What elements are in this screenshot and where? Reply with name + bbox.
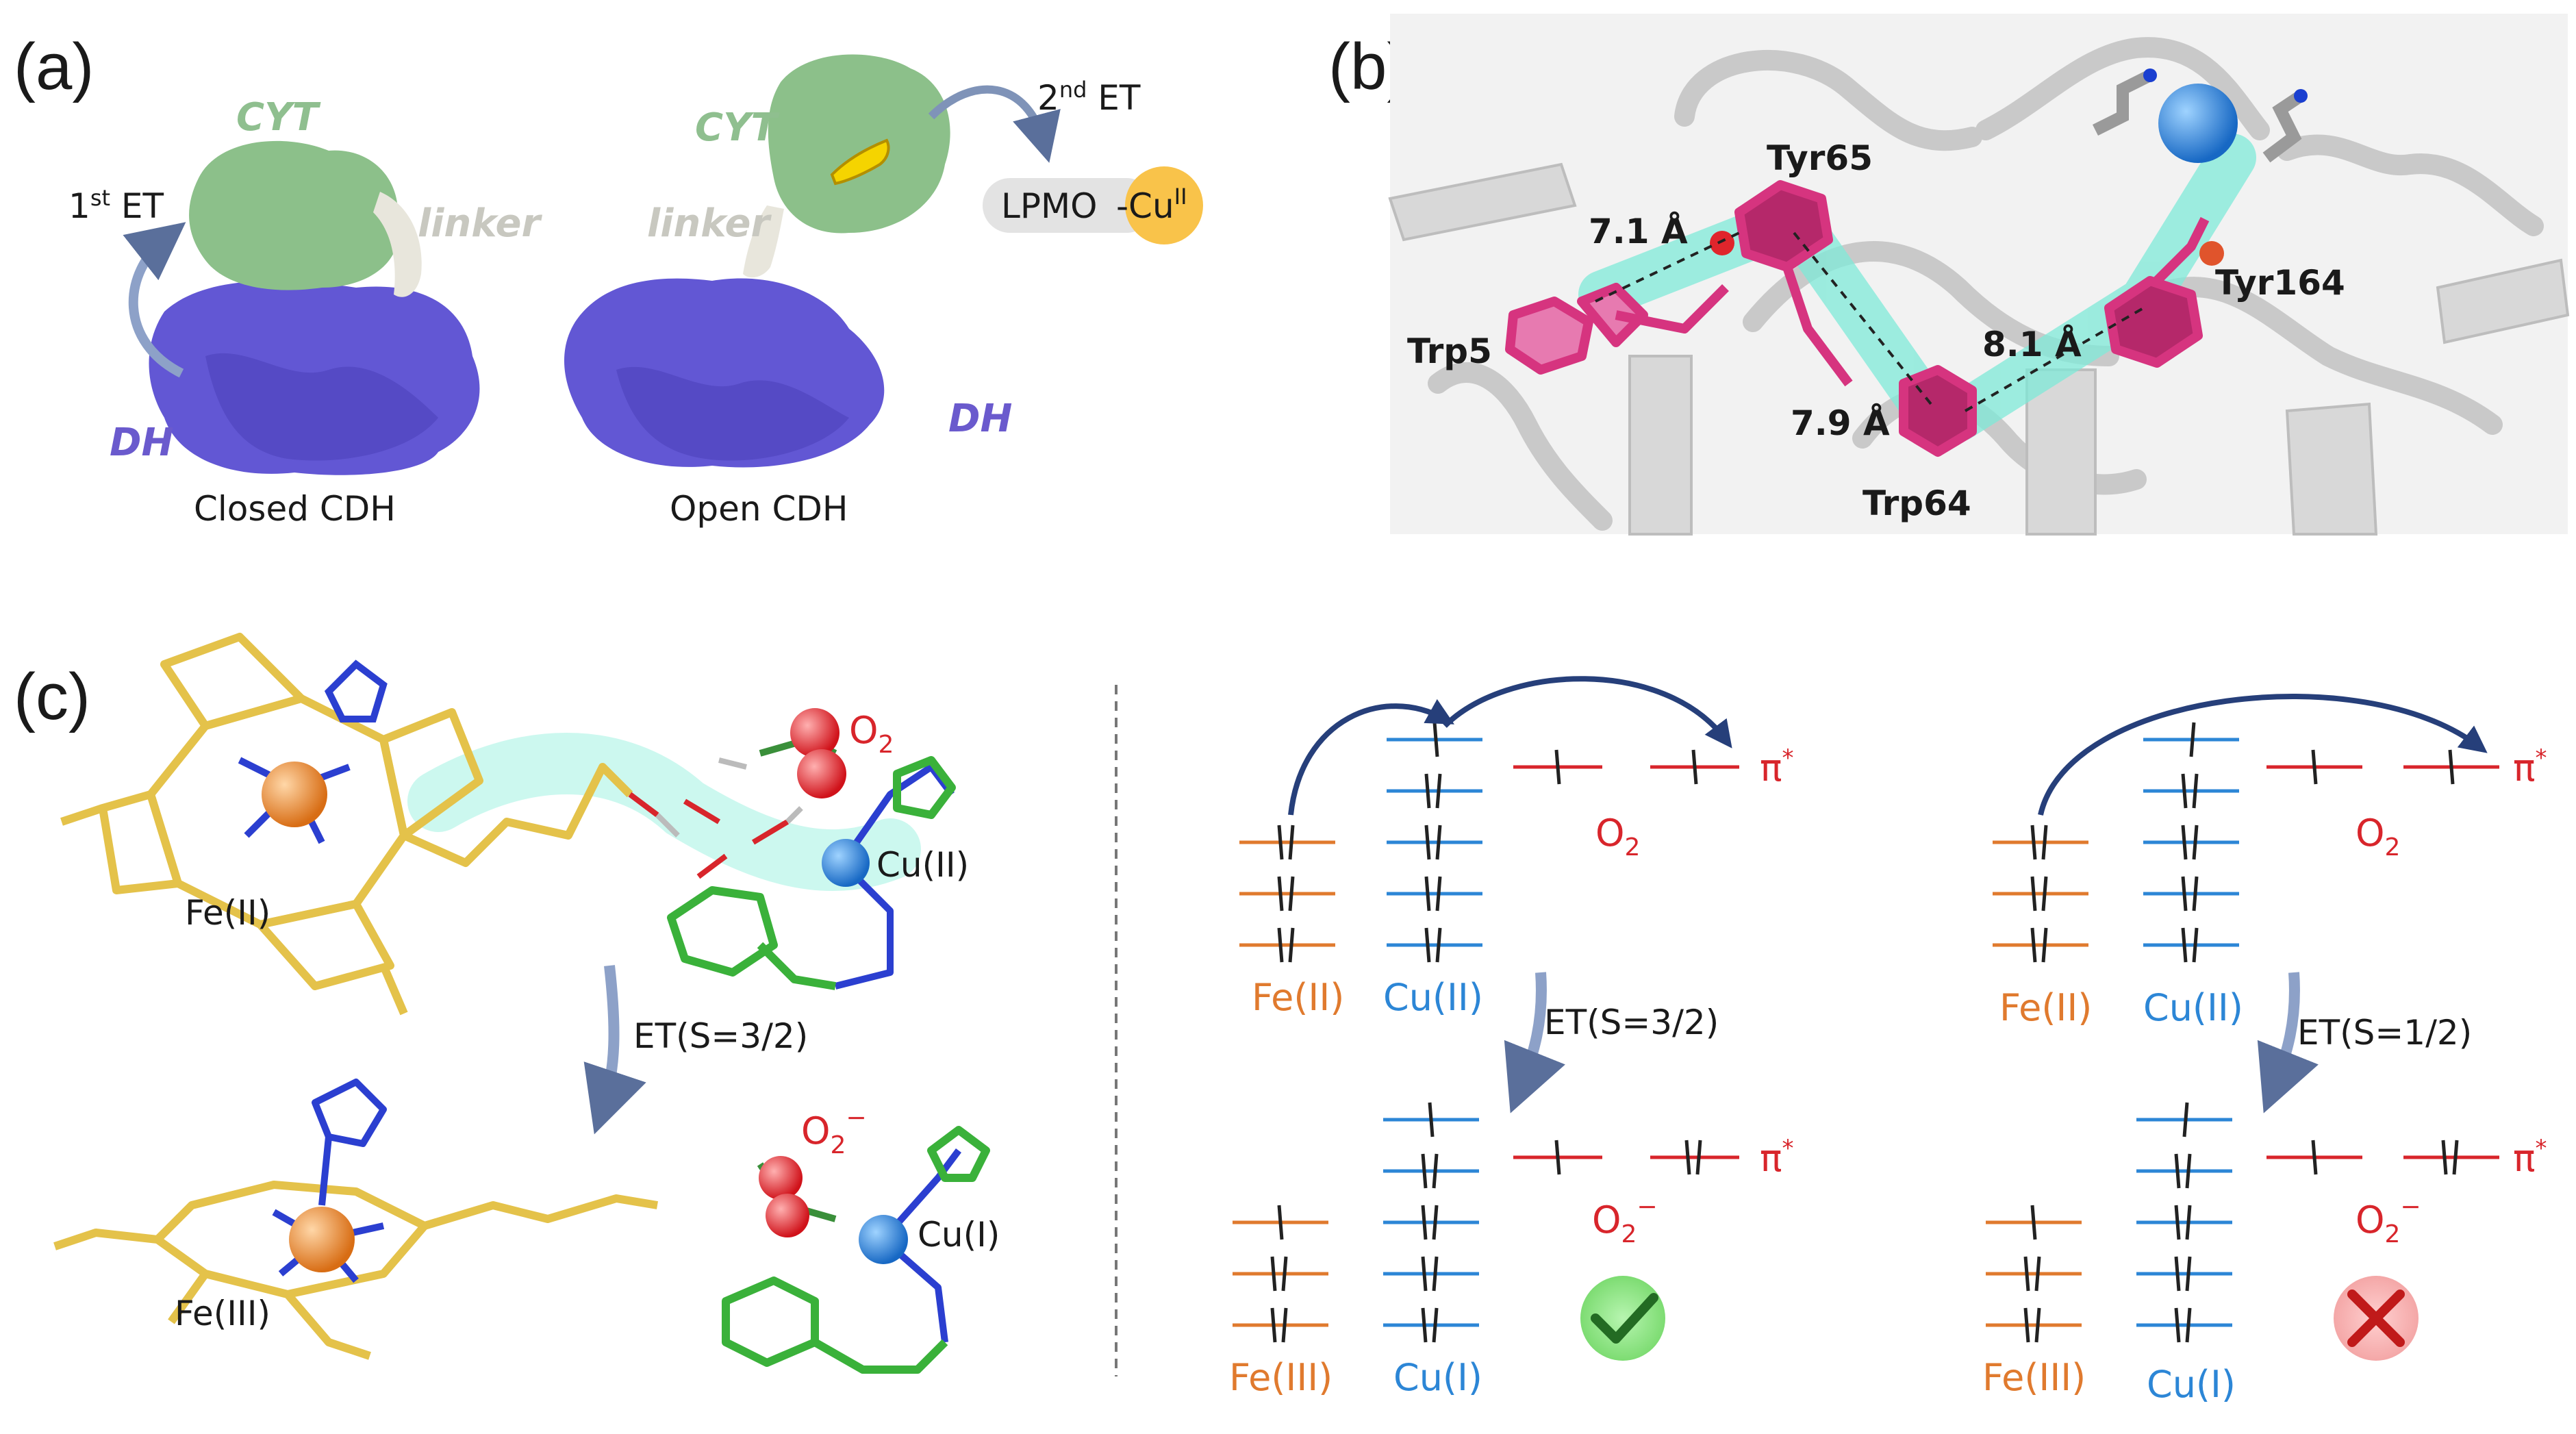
closed-cdh-caption: Closed CDH [194,489,396,529]
open-linker-label: linker [647,201,772,246]
energy-diagram-s32 [1233,676,1739,1361]
d2-pi-label: π* [2513,744,2547,790]
panel-c: (c) [14,633,2547,1406]
d2-cu-bot-label: Cu(I) [2147,1363,2236,1406]
closed-cyt-domain [189,140,399,290]
d1-o2-label: O2 [1595,812,1640,861]
struct-fe-ii-label: Fe(II) [185,893,270,933]
open-cdh-caption: Open CDH [670,489,848,529]
open-cyt-domain [768,54,950,234]
energy-diagram-s12 [1986,694,2499,1361]
panel-a: (a) 1st ET CYT linker DH Closed CDH 2nd … [14,30,1203,529]
d1-pi-label: π* [1760,744,1794,790]
res-trp5: Trp5 [1407,331,1492,371]
struct-o2-label: O2 [849,709,894,759]
panel-a-label: (a) [14,30,94,103]
lpmo-pill [983,178,1154,233]
heme-fe-ii-structure [60,633,921,1016]
d2-o2-label: O2 [2356,812,2400,861]
res-tyr65: Tyr65 [1767,138,1873,178]
second-et-label: 2nd ET [1037,77,1141,118]
protein-render-bg [1390,14,2568,534]
closed-dh-label: DH [110,420,173,465]
cu-ii-structure [628,708,956,990]
struct-cu-ii-label: Cu(II) [876,845,969,885]
check-icon [1580,1276,1665,1361]
distance-lines [1595,231,2144,412]
panel-c-label: (c) [14,660,90,733]
struct-et-label: ET(S=3/2) [633,1016,808,1056]
lpmo-cu-label: -CuII [1116,184,1187,226]
closed-cyt-label: CYT [236,95,321,140]
dist-7-1: 7.1 Å [1589,211,1688,251]
heme-in-cyt [830,138,890,186]
tyr65-oxygen [1710,231,1734,255]
d1-pi-bot-label: π* [1760,1135,1794,1180]
lpmo-label: LPMO [1001,186,1098,226]
first-et-label: 1st ET [68,185,164,226]
cu-ii-circle [1125,166,1203,244]
open-dh-label: DH [948,397,1012,441]
d2-o2m-label: O2− [2356,1193,2421,1248]
d1-cu-top-label: Cu(II) [1383,976,1483,1019]
tyr164-oxygen [2199,241,2224,266]
cu-i-structure [722,1126,990,1374]
d1-et-label: ET(S=3/2) [1544,1003,1719,1042]
struct-et-arrow [583,965,646,1135]
d1-o2m-label: O2− [1592,1193,1658,1248]
struct-cu-i-label: Cu(I) [918,1215,1000,1255]
dist-8-1: 8.1 Å [1982,324,2082,364]
d1-fe-top-label: Fe(II) [1252,976,1344,1019]
closed-cdh-structure [149,140,480,475]
copper-site [2092,68,2308,163]
first-et-arrow [123,222,186,378]
open-dh-shade [616,366,849,461]
d2-fe-top-label: Fe(II) [1999,986,2092,1029]
panel-b: (b) [1328,14,2570,536]
d1-cu-bot-label: Cu(I) [1393,1356,1482,1399]
open-cyt-label: CYT [695,105,780,150]
open-cdh-structure [564,54,950,468]
struct-o2m-label: O2− [801,1104,867,1159]
dist-7-9: 7.9 Å [1791,403,1890,443]
d2-fe-bot-label: Fe(III) [1982,1356,2086,1399]
d2-cu-top-label: Cu(II) [2143,986,2243,1029]
res-trp64: Trp64 [1862,483,1971,523]
beta-sheets [1388,162,2570,536]
d2-et-label: ET(S=1/2) [2297,1013,2472,1053]
heme-fe-iii-structure [53,1079,658,1360]
closed-linker-label: linker [418,201,542,246]
closed-linker [373,192,422,297]
d2-pi-bot-label: π* [2513,1135,2547,1180]
open-linker [743,205,784,278]
struct-fe-iii-label: Fe(III) [175,1294,270,1333]
d1-fe-bot-label: Fe(III) [1229,1356,1333,1399]
closed-dh-shade [205,353,438,461]
res-tyr164: Tyr164 [2215,263,2345,303]
second-et-arrow [928,85,1061,163]
